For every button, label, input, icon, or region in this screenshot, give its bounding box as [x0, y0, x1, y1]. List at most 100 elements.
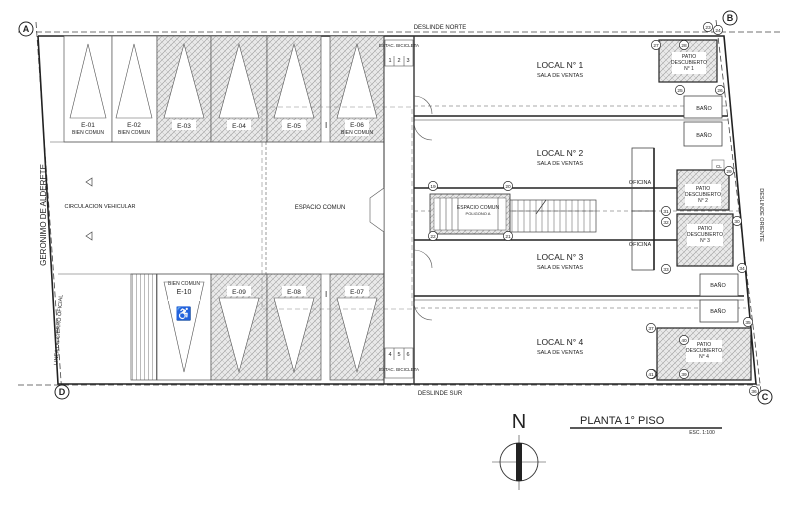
local-3-label: LOCAL N° 3	[537, 252, 584, 262]
local-2-label: LOCAL N° 2	[537, 148, 584, 158]
survey-point-label: 40	[681, 338, 687, 344]
stall-e01-label: E-01	[81, 122, 95, 129]
survey-point-marker	[661, 206, 671, 216]
survey-points: 1920212223242526272829303132333435363738…	[428, 22, 759, 396]
staircase: ESPACIO COMUN POLIGONO A	[429, 193, 597, 235]
survey-point-marker	[703, 22, 713, 32]
bike-slot-1: 1	[388, 58, 391, 64]
door-swing	[413, 301, 433, 321]
wheelchair-icon: ♿	[176, 306, 192, 321]
corner-d-marker: D	[54, 384, 70, 400]
bollard-icon: I	[325, 290, 327, 299]
patio-2-l1: PATIO	[696, 186, 710, 192]
bike-slot-3: 3	[406, 58, 409, 64]
corner-c-label: C	[762, 392, 769, 402]
survey-point-label: 37	[648, 326, 654, 332]
local-3-sub: SALA DE VENTAS	[537, 265, 583, 271]
stall-e01-sub: BIEN COMUN	[72, 130, 104, 136]
survey-point-label: 34	[739, 266, 745, 272]
bike-slot-6: 6	[406, 352, 409, 358]
patio-3-l2: DESCUBIERTO	[687, 232, 723, 238]
bike-slot-4: 4	[388, 352, 391, 358]
survey-point-marker	[737, 263, 747, 273]
bike-slot-5: 5	[397, 352, 400, 358]
ramp-stripes	[130, 273, 158, 381]
survey-point-marker	[679, 335, 689, 345]
survey-point-label: 32	[663, 220, 669, 226]
bano-3-label: BAÑO	[710, 282, 726, 289]
stall-e09-label: E-09	[232, 289, 246, 296]
survey-point-marker	[713, 25, 723, 35]
bike-parking-bottom: 4 5 6 ESTAC. BICICLETA	[379, 347, 419, 379]
compass-needle	[516, 443, 522, 481]
building-outline	[37, 35, 757, 385]
bike-parking-top: ESTAC. BICICLETA 1 2 3	[379, 39, 419, 67]
patio-2-l2: DESCUBIERTO	[685, 192, 721, 198]
survey-point-label: 28	[681, 43, 687, 49]
west-boundary-line	[35, 21, 63, 396]
stall-e10-label: E-10	[177, 289, 192, 296]
office-2-label: OFICINA	[629, 242, 652, 248]
local-2-sub: SALA DE VENTAS	[537, 161, 583, 167]
bike-top-label: ESTAC. BICICLETA	[379, 43, 419, 48]
survey-point-label: 22	[430, 234, 436, 240]
survey-point-label: 29	[726, 169, 732, 175]
survey-point-marker	[661, 217, 671, 227]
local-4-label: LOCAL N° 4	[537, 337, 584, 347]
corner-d-label: D	[59, 387, 66, 397]
corner-b-label: B	[727, 13, 734, 23]
corner-a-marker: A	[18, 21, 34, 37]
patio-3-l3: N° 3	[700, 238, 710, 244]
survey-point-label: 26	[717, 88, 723, 94]
survey-point-label: 25	[677, 88, 683, 94]
stall-e08-label: E-08	[287, 289, 301, 296]
corner-a-label: A	[23, 24, 30, 34]
survey-point-label: 21	[505, 234, 511, 240]
north-arrow: N	[492, 411, 546, 490]
patio-2-l3: N° 2	[698, 198, 708, 204]
survey-point-label: 24	[715, 28, 721, 34]
survey-point-label: 23	[705, 25, 711, 31]
east-boundary-label: DESLINDE ORIENTE	[758, 188, 764, 242]
survey-point-marker	[675, 85, 685, 95]
stall-e06-label: E-06	[350, 122, 364, 129]
bike-bottom-label: ESTAC. BICICLETA	[379, 367, 419, 372]
survey-point-label: 20	[505, 184, 511, 190]
stall-e02-sub: BIEN COMUN	[118, 130, 150, 136]
parking-top-row: E-01 BIEN COMUN E-02 BIEN COMUN E-03 E-0…	[63, 35, 385, 143]
door-swing	[413, 95, 433, 115]
survey-point-label: 31	[663, 209, 669, 215]
parking-bottom-row: BIEN COMUN E-10 ♿ E-09 E-08 E-07	[130, 273, 385, 381]
office-1-label: OFICINA	[629, 180, 652, 186]
stall-e03-label: E-03	[177, 123, 191, 130]
arrow-icon	[85, 177, 93, 187]
door-swing	[413, 249, 433, 269]
north-label: N	[512, 411, 526, 433]
bollard-icon: I	[325, 121, 327, 130]
survey-point-label: 36	[751, 389, 757, 395]
survey-point-marker	[724, 166, 734, 176]
common-space-outline	[261, 106, 413, 310]
patio-1-l3: N° 1	[684, 66, 694, 72]
survey-point-label: 41	[648, 372, 654, 378]
patio-1-l2: DESCUBIERTO	[671, 60, 707, 66]
patio-2: PATIO DESCUBIERTO N° 2	[676, 169, 730, 211]
survey-point-label: 27	[653, 43, 659, 49]
survey-point-marker	[646, 323, 656, 333]
survey-point-marker	[743, 317, 753, 327]
corner-c-marker: C	[757, 389, 773, 405]
north-boundary-label: DESLINDE NORTE	[414, 25, 467, 31]
survey-point-marker	[749, 386, 759, 396]
local-1-sub: SALA DE VENTAS	[537, 73, 583, 79]
bano-1-label: BAÑO	[696, 105, 712, 112]
corner-b-marker: B	[722, 10, 738, 26]
closet-label: CL	[716, 164, 722, 169]
bike-slot-2: 2	[397, 58, 400, 64]
offices: OFICINA OFICINA	[629, 147, 655, 271]
bathrooms: BAÑO BAÑO BAÑO BAÑO CL	[683, 95, 739, 323]
bano-4-label: BAÑO	[710, 308, 726, 315]
patio-4-l3: N° 4	[699, 354, 709, 360]
stall-e06-sub: BIEN COMUN	[341, 130, 373, 136]
patio-3-l1: PATIO	[698, 226, 712, 232]
